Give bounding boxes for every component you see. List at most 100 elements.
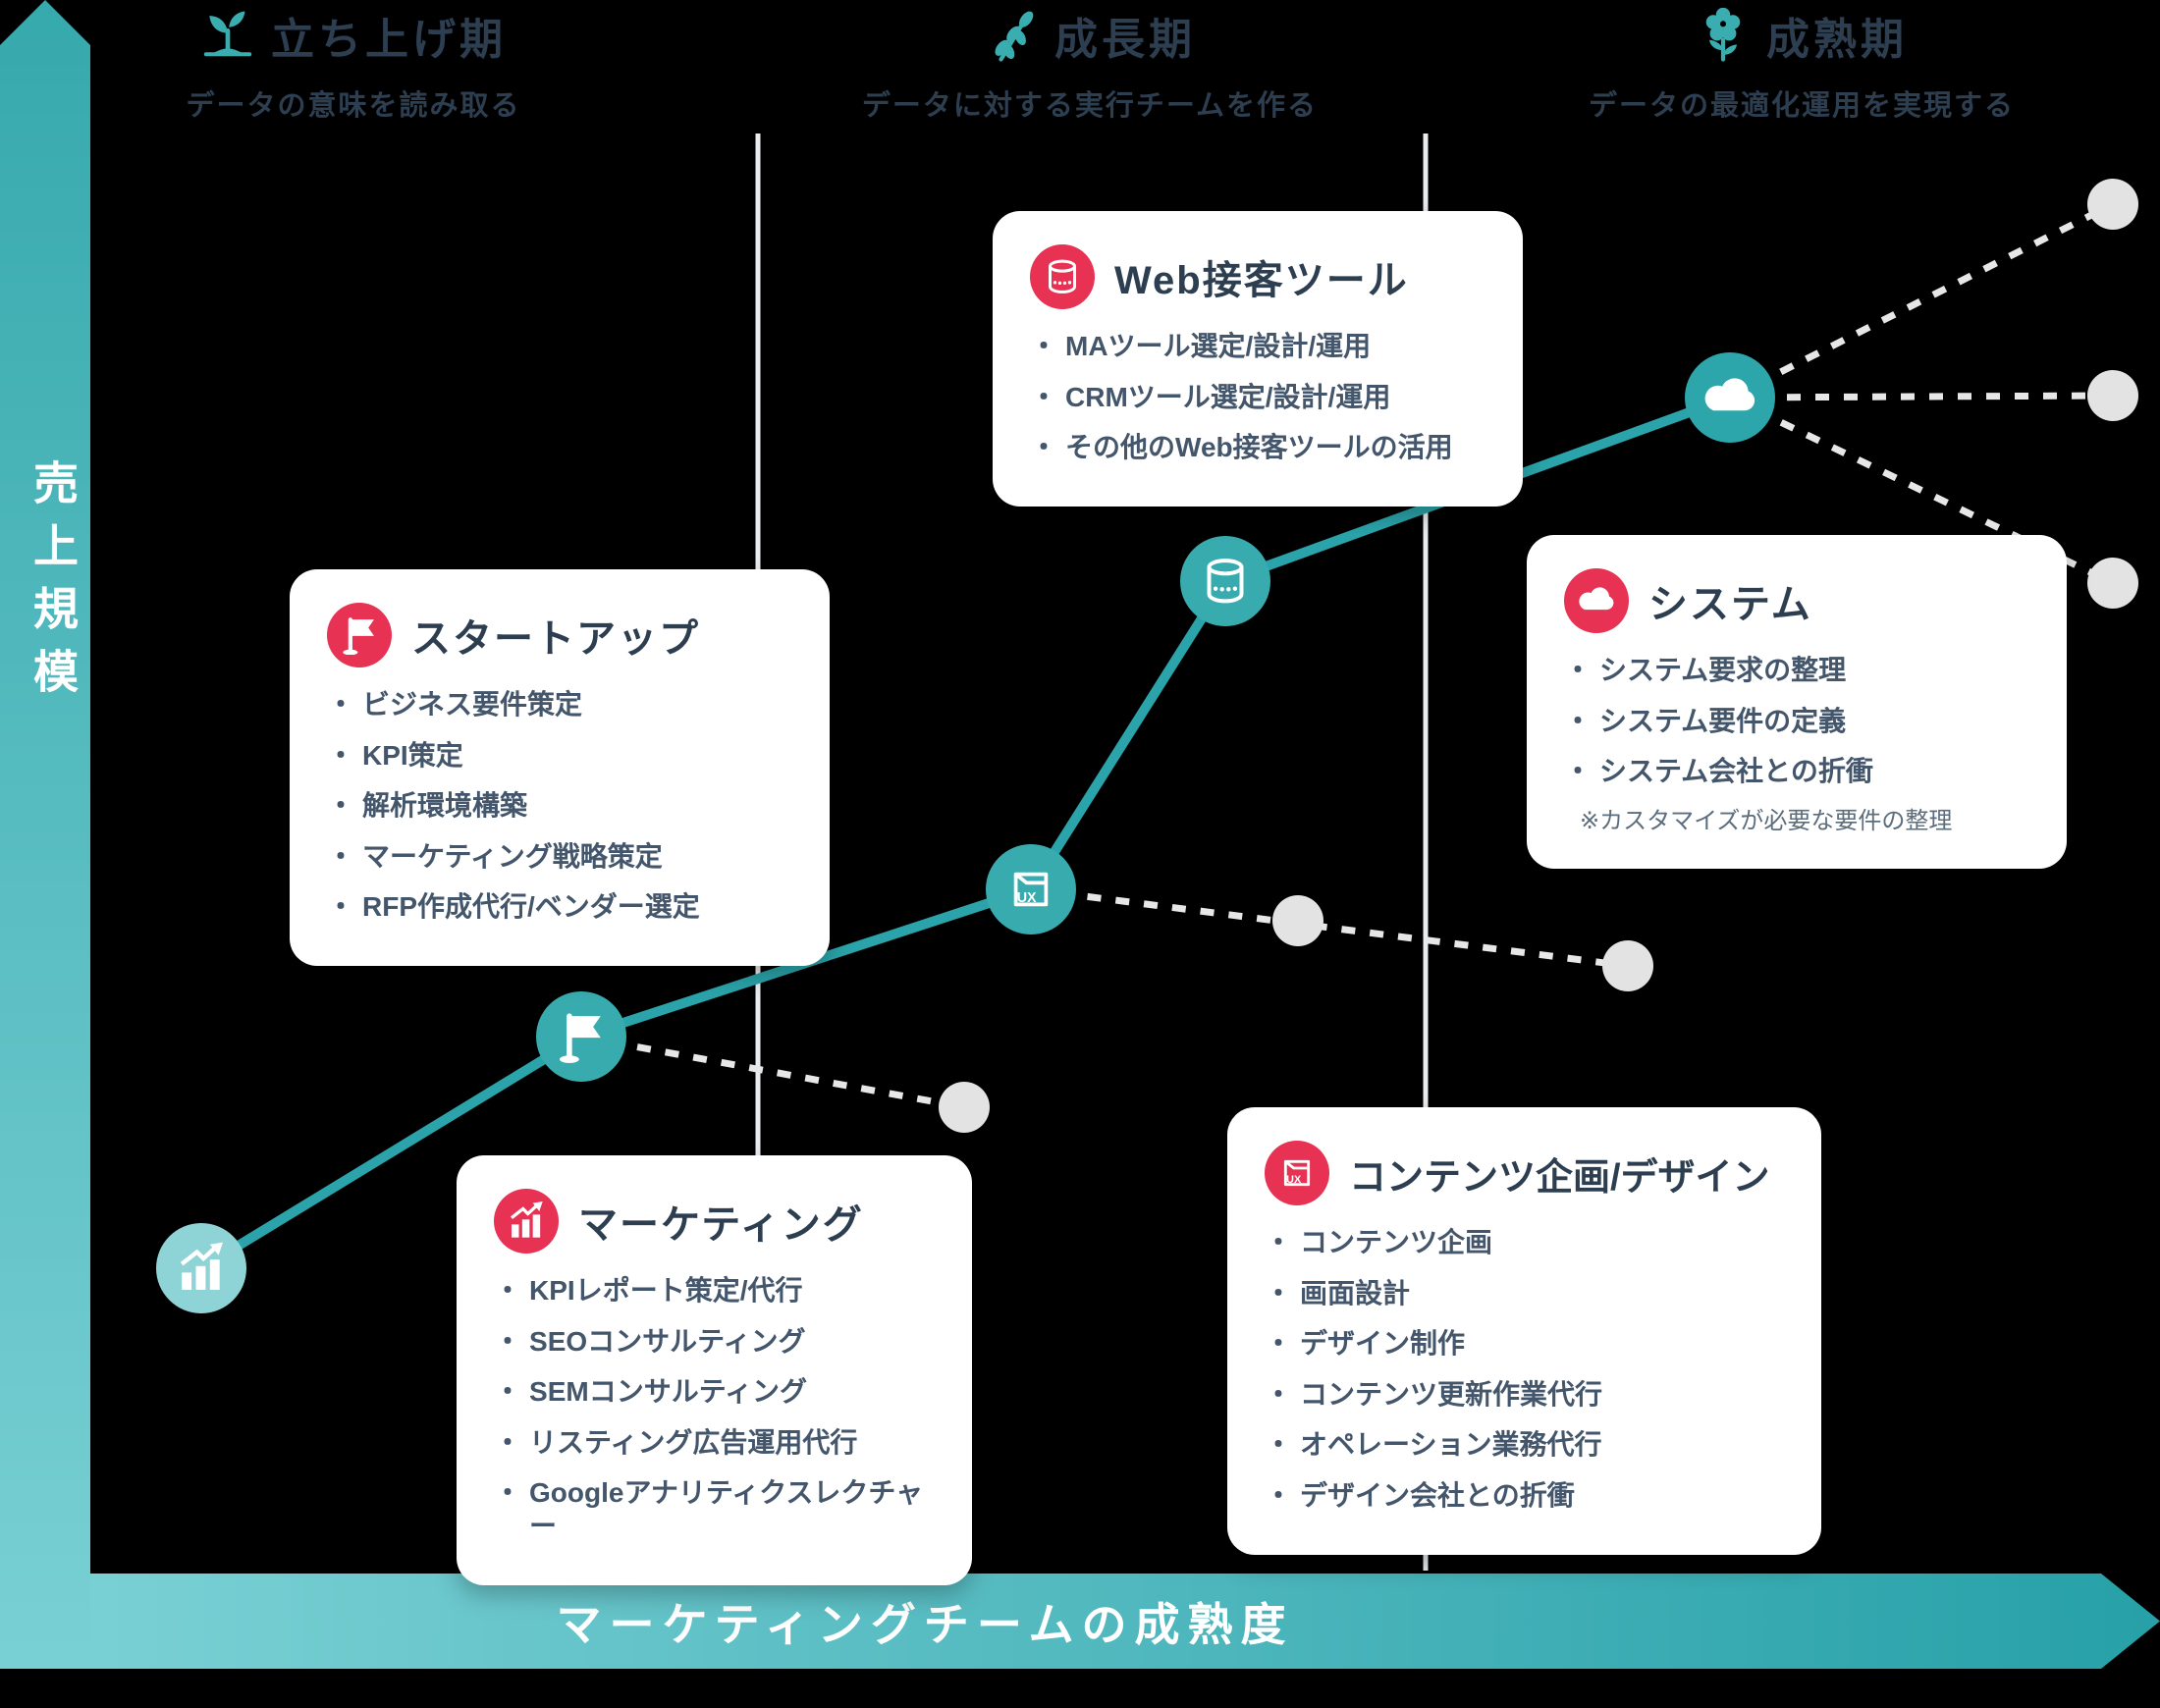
card-item-label: RFP作成代行/ベンダー選定 [362, 891, 700, 923]
card-item-label: ビジネス要件策定 [362, 689, 583, 720]
card-item-list: ・ビジネス要件策定 ・KPI策定 ・解析環境構築 ・マーケティング戦略策定 ・R… [327, 679, 792, 933]
bullet: ・ [1564, 756, 1593, 787]
card-item-label: マーケティング戦略策定 [362, 840, 663, 872]
card-note: ※カスタマイズが必要な要件の整理 [1580, 807, 1953, 834]
bullet: ・ [1265, 1429, 1293, 1461]
card-item-label: システム要件の定義 [1599, 705, 1847, 736]
card-item-label: リスティング広告運用代行 [529, 1426, 858, 1458]
seedling-icon [200, 8, 255, 63]
card-item-label: KPI策定 [362, 739, 463, 771]
bullet: ・ [1265, 1328, 1293, 1360]
card-item: ・リスティング広告運用代行 [494, 1417, 935, 1468]
cloud-icon [1579, 587, 1614, 611]
card-icon-badge [327, 603, 392, 667]
phase-header-launch: 立ち上げ期 データの意味を読み取る [118, 4, 589, 124]
gray-dot [2087, 558, 2138, 609]
card-icon-badge [1564, 568, 1629, 633]
card-icon-badge [494, 1189, 559, 1254]
card-item: ・KPI策定 [327, 730, 792, 781]
y-axis-label: 売上規模 [27, 459, 79, 711]
card-item-list: ・MAツール選定/設計/運用 ・CRMツール選定/設計/運用 ・その他のWeb接… [1030, 321, 1485, 473]
bullet: ・ [327, 891, 355, 923]
bullet: ・ [494, 1325, 522, 1357]
dashed-link-cloud-mid [1729, 392, 2114, 401]
bullet: ・ [1030, 331, 1058, 361]
card-item: ・コンテンツ更新作業代行 [1265, 1369, 1784, 1420]
card-title: Web接客ツール [1114, 259, 1409, 302]
card-item-label: MAツール選定/設計/運用 [1065, 331, 1372, 361]
card-item: ・MAツール選定/設計/運用 [1030, 321, 1485, 372]
card-content-design: コンテンツ企画/デザイン ・コンテンツ企画 ・画面設計 ・デザイン制作 ・コンテ… [1227, 1107, 1821, 1555]
gray-dot [1272, 895, 1323, 946]
card-marketing: マーケティング ・KPIレポート策定/代行 ・SEOコンサルティング ・SEMコ… [457, 1155, 972, 1585]
card-item-label: 画面設計 [1300, 1277, 1411, 1308]
card-item: ・システム要件の定義 [1564, 696, 2029, 747]
flower-icon [1696, 8, 1751, 63]
card-item: ・解析環境構築 [327, 780, 792, 831]
gray-dot [1602, 940, 1653, 991]
card-item-label: オペレーション業務代行 [1300, 1429, 1602, 1461]
card-title: システム [1648, 583, 1812, 626]
card-item: ・その他のWeb接客ツールの活用 [1030, 422, 1485, 473]
branch-icon [984, 8, 1039, 63]
node-content [986, 844, 1076, 934]
bullet: ・ [1265, 1378, 1293, 1410]
card-item: ・画面設計 [1265, 1268, 1784, 1319]
bullet: ・ [1030, 381, 1058, 412]
card-title: スタートアップ [411, 617, 700, 661]
phase-subtitle: データに対する実行チームを作る [861, 90, 1319, 122]
x-axis-label: マーケティングチームの成熟度 [556, 1598, 1294, 1650]
bullet: ・ [1265, 1277, 1293, 1308]
card-item: ・マーケティング戦略策定 [327, 831, 792, 882]
bullet: ・ [494, 1376, 522, 1408]
card-item-list: ・KPIレポート策定/代行 ・SEOコンサルティング ・SEMコンサルティング … [494, 1265, 935, 1552]
card-item: ・コンテンツ企画 [1265, 1217, 1784, 1268]
phase-subtitle: データの意味を読み取る [186, 90, 521, 122]
x-axis-arrow-band [90, 1574, 2160, 1669]
phase-header-maturity: 成熟期 データの最適化運用を実現する [1561, 4, 2042, 124]
milestone-nodes [156, 352, 1775, 1313]
card-item-label: KPIレポート策定/代行 [529, 1275, 803, 1306]
card-startup: スタートアップ ・ビジネス要件策定 ・KPI策定 ・解析環境構築 ・マーケティン… [290, 569, 830, 966]
bullet: ・ [327, 790, 355, 822]
card-item: ・デザイン会社との折衝 [1265, 1470, 1784, 1521]
bullet: ・ [1564, 655, 1593, 685]
phase-title: 立ち上げ期 [271, 16, 507, 64]
card-item-label: コンテンツ更新作業代行 [1300, 1378, 1603, 1410]
card-item-label: システム要求の整理 [1599, 655, 1847, 685]
phase-title: 成長期 [1054, 16, 1196, 64]
bullet: ・ [327, 739, 355, 771]
node-webtools [1180, 536, 1270, 626]
card-item-label: システム会社との折衝 [1599, 756, 1873, 787]
card-item-label: デザイン制作 [1300, 1328, 1466, 1360]
bullet: ・ [1265, 1479, 1293, 1511]
card-item: ・システム要求の整理 [1564, 645, 2029, 696]
card-item: ・KPIレポート策定/代行 [494, 1265, 935, 1316]
bullet: ・ [327, 840, 355, 872]
bullet: ・ [1030, 432, 1058, 463]
card-item-label: コンテンツ企画 [1300, 1227, 1493, 1257]
card-item-list: ・システム要求の整理 ・システム要件の定義 ・システム会社との折衝 [1564, 645, 2029, 797]
card-title: マーケティング [578, 1203, 864, 1247]
bullet: ・ [494, 1275, 522, 1306]
dashed-link-cloud-top [1728, 200, 2115, 401]
card-icon-badge [1030, 244, 1095, 309]
card-title: コンテンツ企画/デザイン [1349, 1156, 1770, 1199]
card-item: ・ビジネス要件策定 [327, 679, 792, 730]
phase-header-growth: 成長期 データに対する実行チームを作る [844, 4, 1335, 124]
gray-dot [2087, 179, 2138, 230]
database-icon [1049, 259, 1076, 294]
phase-subtitle: データの最適化運用を実現する [1588, 90, 2015, 122]
gray-dots [939, 179, 2138, 1133]
card-item: ・SEMコンサルティング [494, 1366, 935, 1417]
card-item-label: Googleアナリティクスレクチャー [529, 1477, 924, 1541]
card-web-tools: Web接客ツール ・MAツール選定/設計/運用 ・CRMツール選定/設計/運用 … [993, 211, 1523, 507]
card-system: システム ・システム要求の整理 ・システム要件の定義 ・システム会社との折衝 ※… [1527, 535, 2067, 869]
chart-growth-icon [510, 1201, 545, 1240]
card-item-label: SEMコンサルティング [529, 1376, 808, 1408]
x-axis-label-wrap: マーケティングチームの成熟度 [90, 1574, 1759, 1669]
card-item-label: SEOコンサルティング [529, 1325, 806, 1357]
gray-dot [939, 1082, 990, 1133]
bullet: ・ [327, 689, 355, 720]
